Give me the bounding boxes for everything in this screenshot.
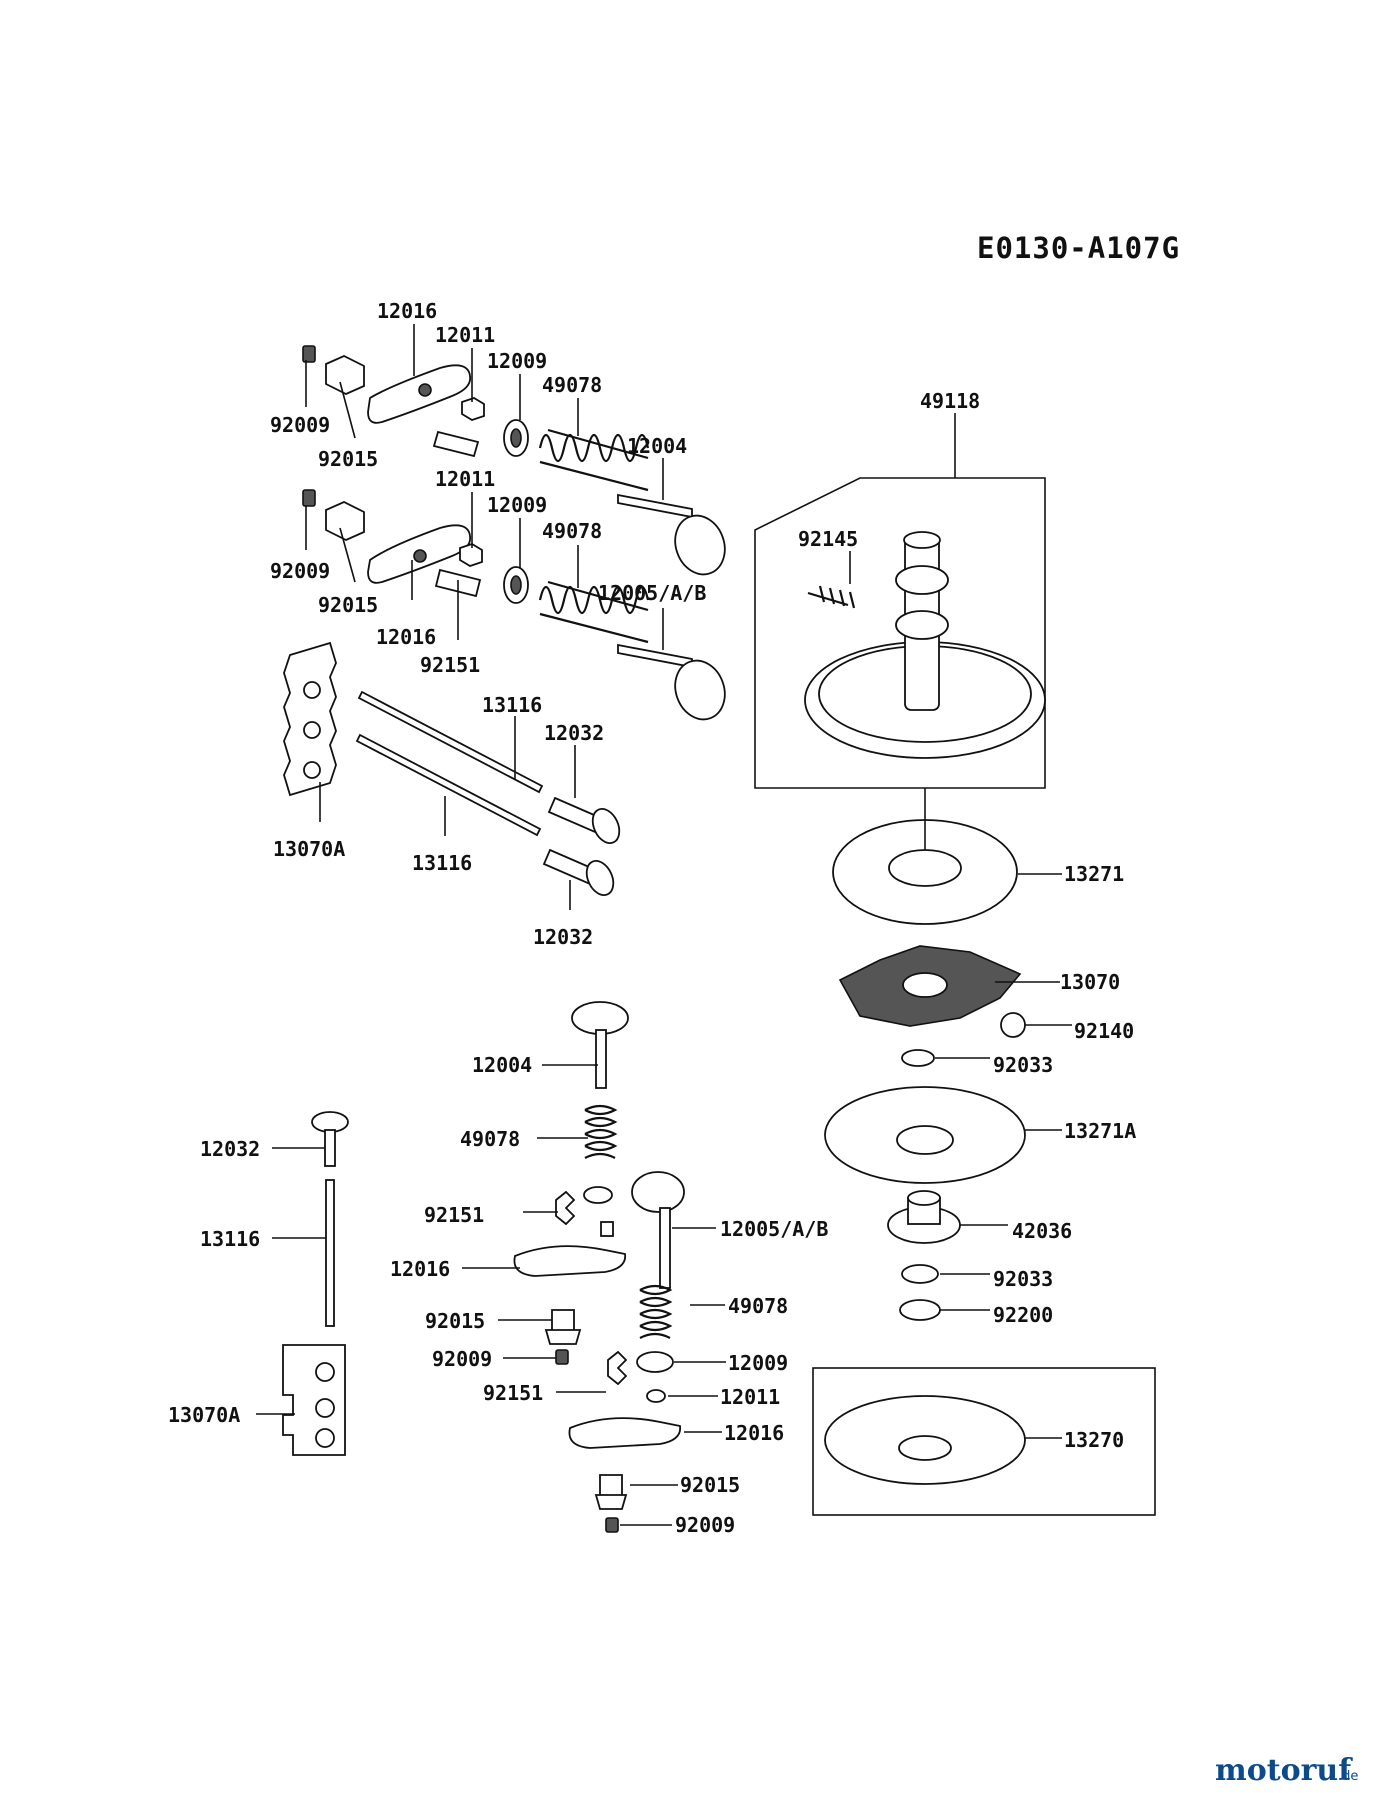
label-12005ab-b: 12005/A/B: [720, 1217, 828, 1241]
label-92151-a: 92151: [420, 653, 480, 677]
label-92151-c: 92151: [483, 1381, 543, 1405]
label-92145: 92145: [798, 527, 858, 551]
label-13070A-a: 13070A: [273, 837, 345, 861]
label-12009-a: 12009: [487, 349, 547, 373]
label-92009-c: 92009: [432, 1347, 492, 1371]
label-12004-b: 12004: [472, 1053, 532, 1077]
label-12016-a: 12016: [377, 299, 437, 323]
pushrod-lower-left: [282, 1111, 349, 1456]
label-49078-d: 49078: [728, 1294, 788, 1318]
label-13270: 13270: [1064, 1428, 1124, 1452]
box-13270: [812, 1367, 1156, 1516]
label-92140: 92140: [1074, 1019, 1134, 1043]
label-13116-c: 13116: [200, 1227, 260, 1251]
watermark-text: motoruf: [1215, 1753, 1353, 1788]
label-12032-a: 12032: [544, 721, 604, 745]
label-12004-a: 12004: [627, 434, 687, 458]
label-12011-c: 12011: [720, 1385, 780, 1409]
watermark-logo: motoruf .de: [1215, 1753, 1358, 1788]
label-12016-b: 12016: [376, 625, 436, 649]
push-rods-upper: [355, 690, 621, 896]
plate-13271A: [824, 1086, 1026, 1184]
diagram-code: E0130-A107G: [977, 231, 1180, 265]
label-92151-b: 92151: [424, 1203, 484, 1227]
label-92033-b: 92033: [993, 1267, 1053, 1291]
label-12009-c: 12009: [728, 1351, 788, 1375]
label-49078-c: 49078: [460, 1127, 520, 1151]
label-13070A-b: 13070A: [168, 1403, 240, 1427]
label-12011-b: 12011: [435, 467, 495, 491]
label-92015-a: 92015: [318, 447, 378, 471]
governor-13070: [838, 945, 1026, 1067]
label-12009-b: 12009: [487, 493, 547, 517]
label-13116-b: 13116: [412, 851, 472, 875]
part-42036: [887, 1190, 961, 1321]
label-12032-b: 12032: [533, 925, 593, 949]
label-92015-d: 92015: [680, 1473, 740, 1497]
label-13271A: 13271A: [1064, 1119, 1136, 1143]
label-92033-a: 92033: [993, 1053, 1053, 1077]
rocker-assembly-middle: [302, 489, 726, 721]
label-13116-a: 13116: [482, 693, 542, 717]
label-49078-b: 49078: [542, 519, 602, 543]
label-13070: 13070: [1060, 970, 1120, 994]
label-92015-c: 92015: [425, 1309, 485, 1333]
label-92009-d: 92009: [675, 1513, 735, 1537]
label-92015-b: 92015: [318, 593, 378, 617]
label-13271: 13271: [1064, 862, 1124, 886]
label-92009-b: 92009: [270, 559, 330, 583]
label-12011-a: 12011: [435, 323, 495, 347]
label-92200: 92200: [993, 1303, 1053, 1327]
label-42036: 42036: [1012, 1219, 1072, 1243]
label-12005ab-a: 12005/A/B: [598, 581, 706, 605]
label-92009-a: 92009: [270, 413, 330, 437]
leader-lines: [256, 324, 1072, 1526]
rocker-assembly-upper: [302, 345, 726, 576]
label-49078-a: 49078: [542, 373, 602, 397]
label-12016-c: 12016: [390, 1257, 450, 1281]
part-labels: 12016 12011 12009 49078 92009 92015 1200…: [168, 299, 1136, 1537]
label-49118: 49118: [920, 389, 980, 413]
camshaft-assembly: [754, 477, 1046, 789]
label-12032-c: 12032: [200, 1137, 260, 1161]
guide-plate-upper: [283, 641, 337, 797]
label-12016-d: 12016: [724, 1421, 784, 1445]
valve-stack-lower: [513, 1001, 685, 1533]
watermark-suffix: .de: [1338, 1769, 1358, 1784]
